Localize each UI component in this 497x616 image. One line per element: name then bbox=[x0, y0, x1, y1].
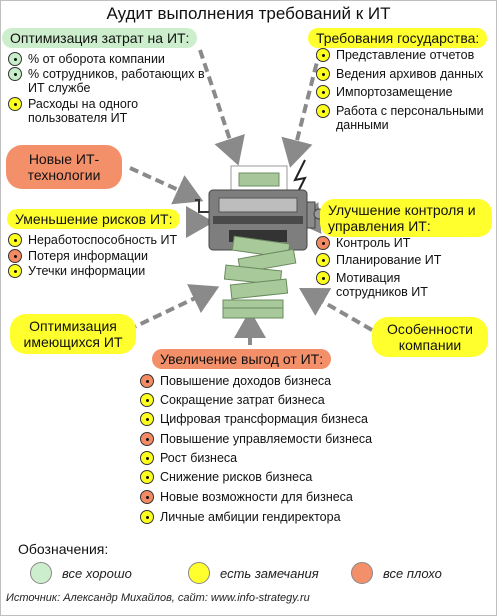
benefit-item-label: Снижение рисков бизнеса bbox=[160, 470, 313, 484]
status-dot-yellow bbox=[316, 271, 330, 285]
status-dot-yellow bbox=[140, 412, 154, 426]
status-dot-green bbox=[8, 67, 22, 81]
state-item-label: Ведения архивов данных bbox=[336, 67, 484, 81]
risk-item-label: Утечки информации bbox=[28, 264, 146, 278]
lightning-icon bbox=[293, 159, 307, 199]
legend-orange-label: все плохо bbox=[383, 566, 442, 581]
features-heading: Особенности компании bbox=[372, 317, 488, 357]
legend-title: Обозначения: bbox=[18, 541, 109, 557]
state-item-label: Импортозамещение bbox=[336, 85, 453, 99]
status-dot-yellow bbox=[140, 451, 154, 465]
control-item-3: Мотивация сотрудников ИТ bbox=[316, 271, 456, 299]
status-dot-yellow bbox=[8, 264, 22, 278]
risk-item-label: Потеря информации bbox=[28, 249, 148, 263]
benefit-item-4: Повышение управляемости бизнеса bbox=[140, 432, 410, 446]
control-item-label: Планирование ИТ bbox=[336, 253, 442, 267]
legend-yellow-label: есть замечания bbox=[220, 566, 319, 581]
status-dot-orange bbox=[8, 249, 22, 263]
state-heading: Требования государства: bbox=[308, 28, 488, 48]
arrow-new-tech bbox=[129, 166, 204, 205]
cost-item-1: % от оборота компании bbox=[8, 52, 208, 66]
diagram-title: Аудит выполнения требований к ИТ bbox=[106, 4, 391, 23]
legend-green-label: все хорошо bbox=[62, 566, 132, 581]
state-item-3: Импортозамещение bbox=[316, 85, 497, 99]
control-heading: Улучшение контроля и управления ИТ: bbox=[320, 199, 492, 237]
legend-orange-swatch bbox=[351, 562, 373, 584]
risk-item-label: Неработоспособность ИТ bbox=[28, 233, 178, 247]
arrow-existing bbox=[127, 284, 220, 332]
status-dot-orange bbox=[140, 432, 154, 446]
legend-yellow-swatch bbox=[188, 562, 210, 584]
legend-green-swatch bbox=[30, 562, 52, 584]
benefit-item-label: Рост бизнеса bbox=[160, 451, 238, 465]
benefit-item-label: Личные амбиции гендиректора bbox=[160, 510, 341, 524]
cost-item-label: % от оборота компании bbox=[28, 52, 165, 66]
arrow-cost bbox=[198, 49, 245, 166]
benefit-item-5: Рост бизнеса bbox=[140, 451, 410, 465]
benefit-item-7: Новые возможности для бизнеса bbox=[140, 490, 410, 504]
cost-item-2: % сотрудников, работающих в ИТ службе bbox=[8, 67, 208, 95]
cost-heading: Оптимизация затрат на ИТ: bbox=[2, 28, 198, 48]
benefit-item-2: Сокращение затрат бизнеса bbox=[140, 393, 410, 407]
cost-item-label: Расходы на одного пользователя ИТ bbox=[28, 97, 139, 125]
control-item-2: Планирование ИТ bbox=[316, 253, 497, 267]
status-dot-orange bbox=[316, 236, 330, 250]
control-item-label: Контроль ИТ bbox=[336, 236, 411, 250]
risk-item-3: Утечки информации bbox=[8, 264, 218, 278]
benefit-item-label: Новые возможности для бизнеса bbox=[160, 490, 353, 504]
risk-heading: Уменьшение рисков ИТ: bbox=[7, 209, 181, 229]
cost-item-label: % сотрудников, работающих в ИТ службе bbox=[28, 67, 205, 95]
status-dot-orange bbox=[140, 374, 154, 388]
status-dot-yellow bbox=[316, 67, 330, 81]
status-dot-orange bbox=[140, 490, 154, 504]
state-item-4: Работа с персональными данными bbox=[316, 104, 497, 132]
benefit-heading: Увеличение выгод от ИТ: bbox=[152, 349, 332, 369]
status-dot-yellow bbox=[316, 104, 330, 118]
source-credit: Источник: Александр Михайлов, сайт: www.… bbox=[6, 592, 310, 604]
arrow-features bbox=[299, 288, 373, 332]
benefit-item-1: Повышение доходов бизнеса bbox=[140, 374, 410, 388]
benefit-item-label: Цифровая трансформация бизнеса bbox=[160, 412, 368, 426]
state-item-label: Работа с персональными данными bbox=[336, 104, 484, 132]
control-item-1: Контроль ИТ bbox=[316, 236, 497, 250]
new-tech-heading: Новые ИТ-технологии bbox=[6, 145, 122, 189]
control-item-label: Мотивация сотрудников ИТ bbox=[336, 271, 428, 299]
status-dot-yellow bbox=[316, 85, 330, 99]
status-dot-yellow bbox=[8, 97, 22, 111]
cost-item-3: Расходы на одного пользователя ИТ bbox=[8, 97, 198, 125]
risk-item-1: Неработоспособность ИТ bbox=[8, 233, 218, 247]
state-item-2: Ведения архивов данных bbox=[316, 67, 497, 81]
status-dot-yellow bbox=[316, 253, 330, 267]
state-item-1: Представление отчетов bbox=[316, 48, 497, 62]
status-dot-green bbox=[8, 52, 22, 66]
arrow-state bbox=[281, 49, 322, 168]
status-dot-yellow bbox=[8, 233, 22, 247]
status-dot-yellow bbox=[140, 510, 154, 524]
benefit-item-label: Повышение доходов бизнеса bbox=[160, 374, 332, 388]
state-item-label: Представление отчетов bbox=[336, 48, 475, 62]
risk-item-2: Потеря информации bbox=[8, 249, 218, 263]
benefit-item-label: Сокращение затрат бизнеса bbox=[160, 393, 325, 407]
status-dot-yellow bbox=[140, 393, 154, 407]
printer-illustration bbox=[195, 159, 325, 319]
benefit-item-label: Повышение управляемости бизнеса bbox=[160, 432, 373, 446]
benefit-item-8: Личные амбиции гендиректора bbox=[140, 510, 410, 524]
benefit-item-6: Снижение рисков бизнеса bbox=[140, 470, 410, 484]
status-dot-yellow bbox=[316, 48, 330, 62]
existing-heading: Оптимизация имеющихся ИТ bbox=[10, 314, 136, 354]
status-dot-yellow bbox=[140, 470, 154, 484]
benefit-item-3: Цифровая трансформация бизнеса bbox=[140, 412, 410, 426]
